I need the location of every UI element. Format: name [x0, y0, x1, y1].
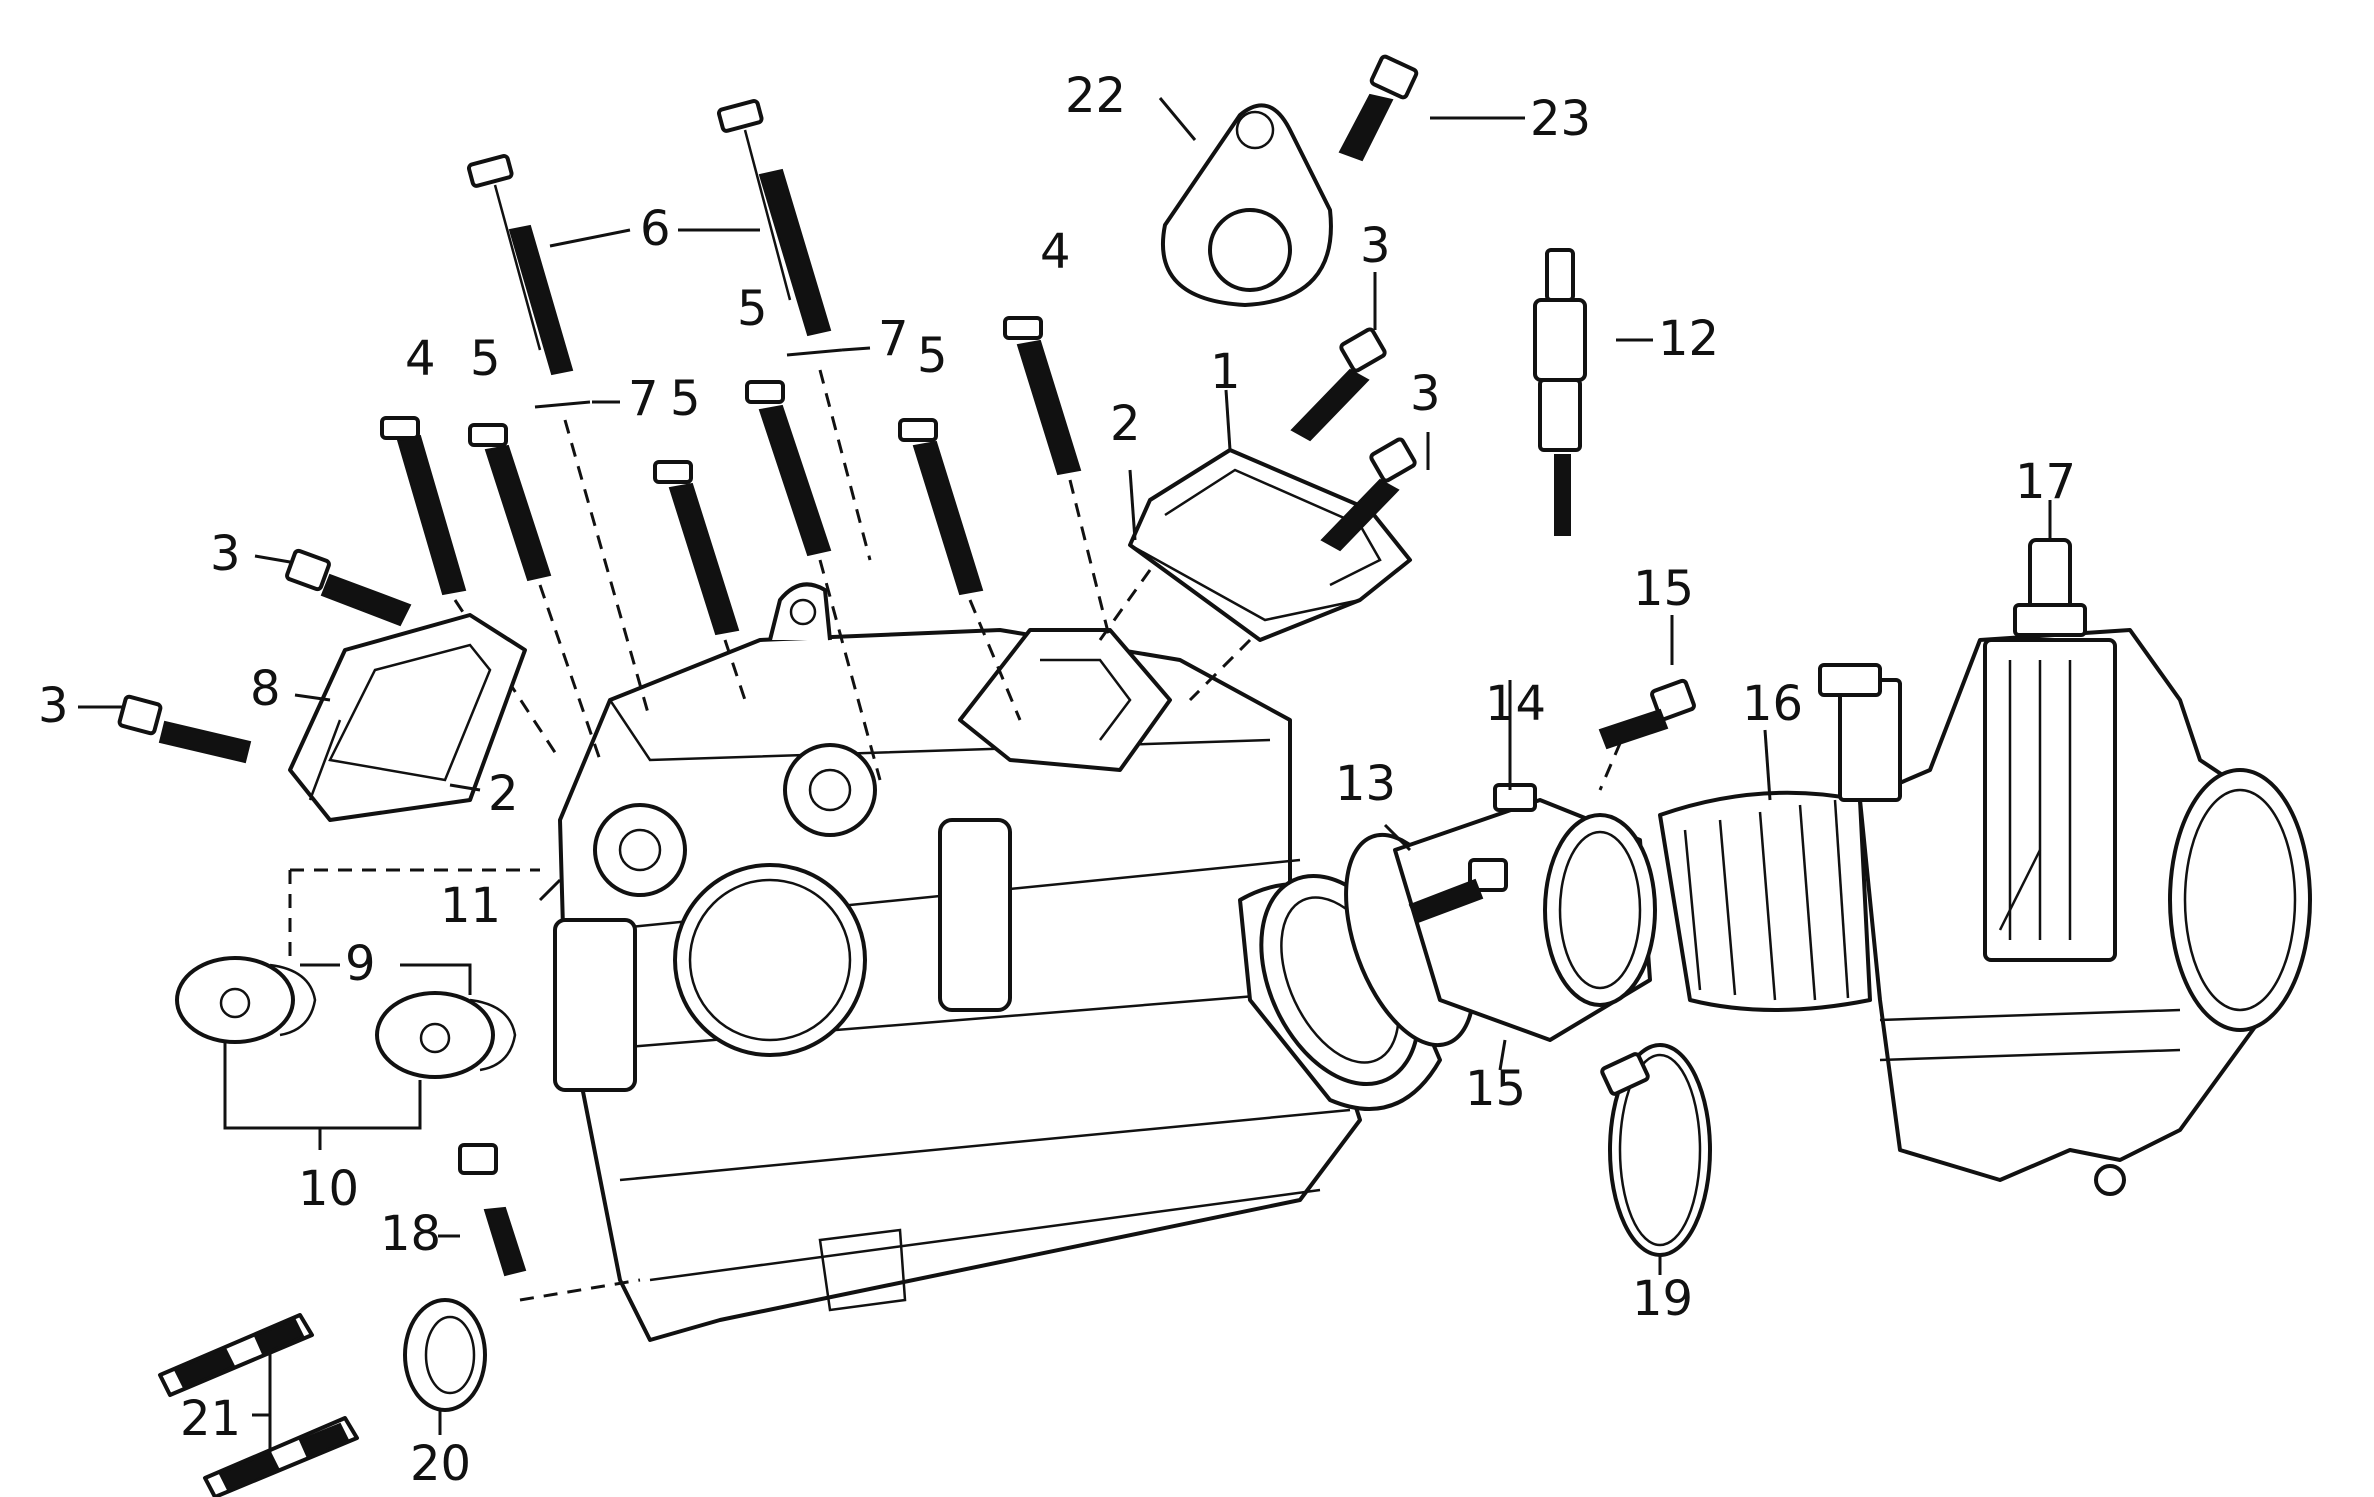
stud-lower: [203, 1416, 359, 1497]
bolt-5-b: [653, 460, 740, 636]
carburetor: [1818, 538, 2312, 1196]
callout-1: 1: [1210, 344, 1241, 400]
callout-4-b: 4: [1040, 224, 1071, 280]
callout-14: 14: [1485, 676, 1546, 732]
leader-lines: [78, 97, 2052, 1460]
hose-clamp: [1600, 1043, 1712, 1257]
bolt-23: [1338, 54, 1419, 162]
callout-7-b: 7: [878, 311, 909, 367]
callout-3-d: 3: [1360, 218, 1391, 274]
bolt-3-left-lower: [117, 694, 252, 764]
bracket: [1160, 103, 1333, 307]
bolt-18: [458, 1143, 527, 1277]
callout-9: 9: [345, 936, 376, 992]
callout-10: 10: [298, 1161, 359, 1217]
callout-labels: 22 23 6 3 4 12 5 7 5 4 5 1 7 5 3 2 17 3 …: [38, 68, 2076, 1492]
valve-cover-left: [288, 613, 527, 822]
bolt-3-left-upper: [285, 548, 412, 627]
bolt-5-a: [468, 423, 552, 582]
bolt-3-right-upper: [1290, 327, 1387, 442]
valve-cap-right: [375, 991, 517, 1079]
callout-19: 19: [1632, 1271, 1693, 1327]
callout-5-a: 5: [470, 331, 501, 387]
washer-left: [534, 400, 591, 409]
bolt-5-d: [898, 418, 984, 596]
callout-5-b: 5: [670, 371, 701, 427]
callout-7-a: 7: [628, 371, 659, 427]
callout-6: 6: [640, 201, 671, 257]
callout-5-d: 5: [917, 328, 948, 384]
callout-3-c: 3: [1410, 366, 1441, 422]
bolt-15-lower: [1408, 858, 1508, 924]
valve-cap-left: [175, 956, 317, 1044]
callout-15-b: 15: [1465, 1061, 1526, 1117]
valve-cover-right: [1128, 448, 1412, 642]
callout-15-a: 15: [1633, 561, 1694, 617]
bolt-5-c: [745, 380, 832, 557]
cylinder-head: [553, 582, 1442, 1342]
callout-3-a: 3: [210, 526, 241, 582]
callout-20: 20: [410, 1436, 471, 1492]
callout-16: 16: [1742, 676, 1803, 732]
cylinder-head-bolt-long-right: [716, 99, 832, 337]
callout-2-a: 2: [488, 766, 519, 822]
callout-11: 11: [440, 878, 501, 934]
callout-3-b: 3: [38, 678, 69, 734]
intake-boot: [1658, 790, 1872, 1012]
callout-18: 18: [380, 1206, 441, 1262]
callout-8: 8: [250, 661, 281, 717]
oil-seal: [403, 1298, 487, 1412]
callout-12: 12: [1658, 311, 1719, 367]
callout-2-b: 2: [1110, 396, 1141, 452]
bolt-4-right: [1003, 316, 1082, 476]
stud-upper: [158, 1313, 314, 1397]
callout-5-c: 5: [737, 281, 768, 337]
callout-21: 21: [180, 1391, 241, 1447]
callout-23: 23: [1530, 91, 1591, 147]
cylinder-head-bolt-long-left: [466, 154, 574, 376]
intake-manifold: [1344, 783, 1657, 1048]
callout-17: 17: [2015, 454, 2076, 510]
washer-right: [786, 348, 843, 357]
callout-13: 13: [1335, 756, 1396, 812]
bolt-3-right-lower: [1320, 437, 1417, 552]
spark-plug: [1533, 248, 1587, 536]
callout-4-a: 4: [405, 331, 436, 387]
bolt-15-upper: [1598, 678, 1696, 750]
callout-22: 22: [1065, 68, 1126, 124]
bolt-4-left: [380, 416, 467, 596]
